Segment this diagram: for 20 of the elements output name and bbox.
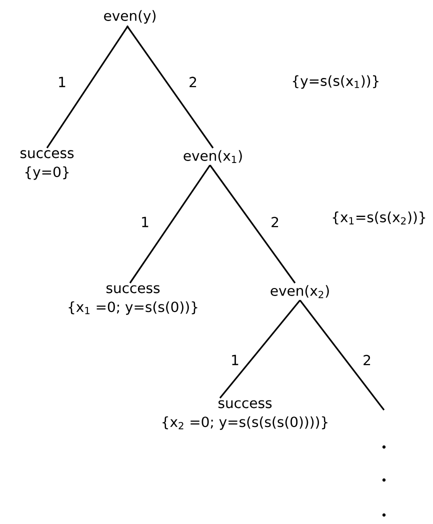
branch-line [129, 164, 211, 284]
node-text: even(x$_{2}$) [270, 285, 329, 298]
edge-label: 1 [56, 76, 68, 88]
branch-line [126, 25, 214, 148]
edge-label: 2 [188, 76, 198, 88]
edge-label: 1 [140, 216, 150, 228]
node-text: success {y=0} [20, 150, 74, 180]
edge-label: 2 [270, 216, 280, 228]
branch-line [219, 300, 301, 398]
node-text: success {x$_{1}$ =0; y=s(s(0))} [68, 285, 198, 315]
node-text: even(x$_{1}$) [184, 150, 242, 163]
edge-label: 2 [362, 354, 372, 366]
substitution-label: {y=s(s(x$_{1}$))} [292, 75, 378, 89]
node-text: even(y) [104, 10, 156, 24]
branch-line [46, 25, 129, 148]
branch-line [209, 164, 296, 284]
edge-label: 1 [230, 354, 240, 366]
node-text: success {x$_{2}$ =0; y=s(s(s(s(0))))} [162, 400, 328, 430]
branch-line [299, 300, 385, 410]
substitution-label: {x$_{1}$=s(s(x$_{2}$))} [332, 212, 426, 224]
